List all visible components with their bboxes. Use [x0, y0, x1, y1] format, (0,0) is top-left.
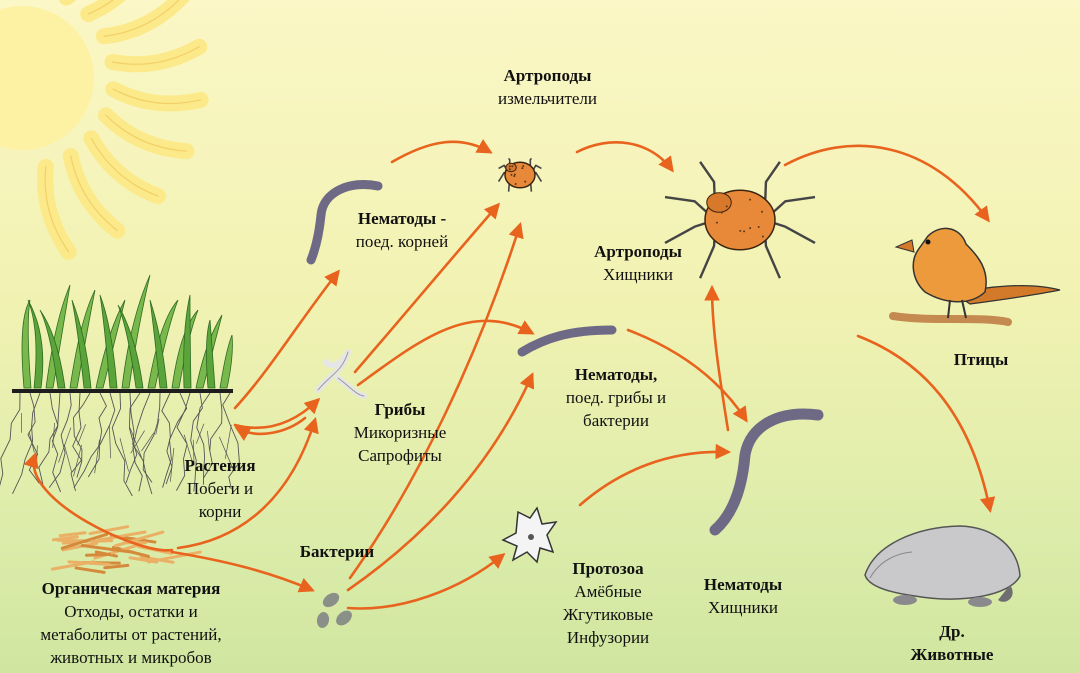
- nematode-predator-icon: [709, 408, 824, 536]
- label-bacteria-title: Бактерии: [299, 542, 375, 561]
- label-other-animals-line-1: Животные: [910, 645, 994, 664]
- label-organic-matter-line-1: Отходы, остатки и: [64, 602, 198, 621]
- label-protozoa-title: Протозоа: [572, 559, 644, 578]
- label-fungi-line-1: Микоризные: [353, 423, 447, 442]
- bacteria-icon: [316, 592, 352, 628]
- label-nematodes-predators-title: Нематоды: [703, 575, 783, 594]
- nematode-fungi-bacteria-feeder-icon: [517, 325, 617, 357]
- label-plants-title: Растения: [184, 456, 256, 475]
- label-nematodes-predators-line-1: Хищники: [707, 598, 779, 617]
- label-other-animals-title: Др.: [939, 622, 965, 641]
- label-nematodes-roots-line-1: поед. корней: [355, 232, 449, 251]
- label-nematodes-roots: Нематоды - поед. корней: [336, 207, 468, 253]
- plant-grass-icon: [0, 274, 240, 497]
- label-arthropods-predators-title: Артроподы: [594, 242, 682, 261]
- label-arthropods-shredders: Артроподы измельчители: [480, 64, 615, 110]
- label-nematodes-roots-title: Нематоды -: [357, 209, 447, 228]
- label-bacteria: Бактерии: [282, 540, 392, 563]
- label-nematodes-predators: Нематоды Хищники: [683, 573, 803, 619]
- label-arthropods-predators: Артроподы Хищники: [576, 240, 700, 286]
- nematode-root-feeder-icon: [306, 180, 383, 265]
- label-protozoa-line-1: Амёбные: [574, 582, 642, 601]
- fungi-hypha-outline: [317, 351, 365, 397]
- label-organic-matter: Органическая материя Отходы, остатки и м…: [6, 577, 256, 669]
- label-plants-line-2: корни: [198, 502, 242, 521]
- label-arthropods-shredders-line-1: измельчители: [497, 89, 598, 108]
- label-protozoa: Протозоа Амёбные Жгутиковые Инфузории: [542, 557, 674, 649]
- sun-icon: [0, 0, 209, 260]
- label-arthropods-predators-line-1: Хищники: [602, 265, 674, 284]
- mole-icon: [864, 525, 1021, 607]
- arthropod-predator-mite-icon: [664, 161, 816, 279]
- label-birds: Птицы: [935, 348, 1027, 371]
- label-plants: Растения Побеги и корни: [165, 454, 275, 523]
- label-organic-matter-line-2: метаболиты от растений,: [40, 625, 222, 644]
- label-protozoa-line-3: Инфузории: [566, 628, 650, 647]
- label-birds-title: Птицы: [953, 350, 1009, 369]
- bird-icon: [889, 227, 1061, 326]
- label-nematodes-fungi-bacteria-line-2: бактерии: [583, 411, 649, 430]
- arrow-layer: [23, 139, 996, 610]
- label-organic-matter-line-3: животных и микробов: [50, 648, 212, 667]
- arthropod-shredder-mite-icon: [497, 157, 543, 192]
- amoeba-nucleus: [528, 534, 534, 540]
- label-protozoa-line-2: Жгутиковые: [562, 605, 654, 624]
- label-nematodes-fungi-bacteria-line-1: поед. грибы и: [565, 388, 667, 407]
- label-nematodes-fungi-bacteria: Нематоды, поед. грибы и бактерии: [545, 363, 687, 432]
- label-nematodes-fungi-bacteria-title: Нематоды,: [574, 365, 658, 384]
- label-other-animals: Др. Животные: [898, 620, 1006, 666]
- label-organic-matter-title: Органическая материя: [41, 579, 221, 598]
- label-fungi-line-2: Сапрофиты: [358, 446, 442, 465]
- organic-matter-icon: [50, 525, 202, 574]
- fungi-hypha-icon: [315, 349, 367, 399]
- label-arthropods-shredders-title: Артроподы: [503, 66, 592, 85]
- label-plants-line-1: Побеги и: [186, 479, 254, 498]
- label-fungi: Грибы Микоризные Сапрофиты: [336, 398, 464, 467]
- label-fungi-title: Грибы: [374, 400, 426, 419]
